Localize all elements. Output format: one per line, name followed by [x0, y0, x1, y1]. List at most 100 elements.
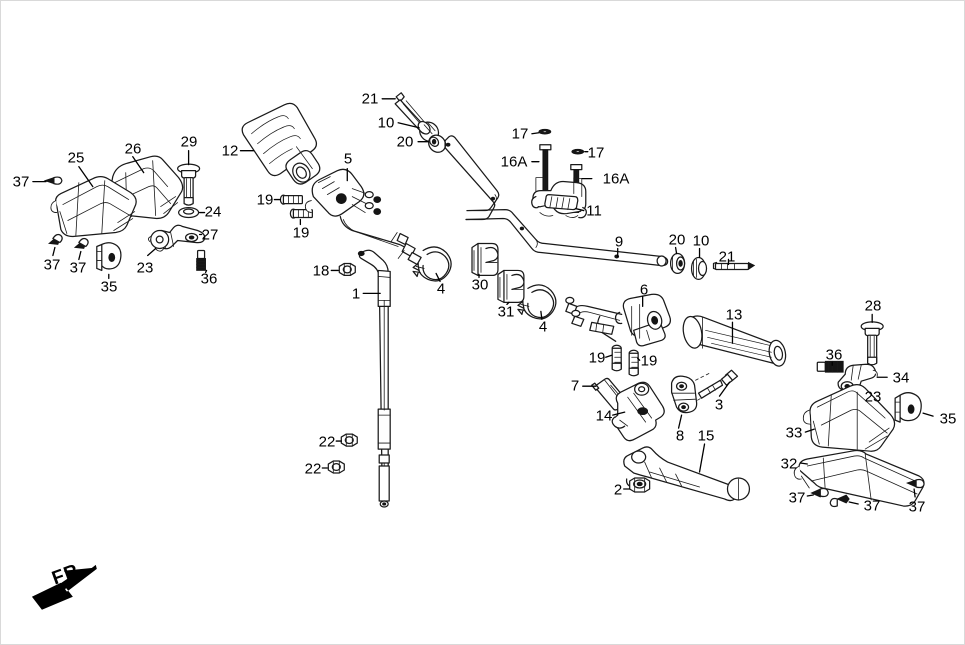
part-37-push-rivet-f [906, 478, 925, 489]
part-37-push-rivet-a [43, 176, 63, 185]
callout-37: 37 [12, 173, 30, 191]
callout-16A-b: 16A [602, 170, 630, 188]
callout-19-c: 19 [588, 349, 606, 367]
callout-4-a: 4 [436, 280, 446, 298]
callout-20-a: 20 [396, 133, 414, 151]
callout-35-b: 35 [939, 410, 957, 428]
callout-37-e: 37 [863, 497, 881, 515]
part-33-right-handguard-upper-shell [802, 383, 896, 452]
callout-4-b: 4 [538, 318, 548, 336]
part-35-handguard-end-plate-b [894, 392, 922, 423]
part-25-left-handguard-lower-shell [50, 176, 137, 238]
part-5-left-handlebar-switch [304, 168, 422, 266]
callout-29: 29 [180, 133, 198, 151]
part-12-left-grip [241, 102, 321, 185]
callout-1: 1 [351, 285, 361, 303]
callout-11: 11 [586, 202, 602, 220]
part-19-switch-screw-d [628, 349, 639, 377]
part-32-right-handguard-lower-shell [793, 449, 925, 507]
callout-22-b: 22 [304, 460, 322, 478]
callout-3: 3 [714, 396, 724, 414]
callout-17-b: 17 [587, 144, 605, 162]
part-31-cable-guide-clip [497, 269, 525, 303]
part-6-right-handlebar-switch [565, 293, 672, 347]
part-35-handguard-end-plate-a [96, 242, 122, 272]
part-13-right-grip-throttle [682, 315, 787, 367]
callout-5: 5 [343, 150, 353, 168]
callout-13: 13 [725, 306, 743, 324]
part-34-right-handguard-bracket [837, 363, 878, 393]
part-19-switch-screw-c [611, 344, 622, 372]
callout-19-d: 19 [640, 352, 658, 370]
callout-2: 2 [613, 481, 623, 499]
part-8-lever-bracket-clamp [670, 372, 712, 414]
part-21-bar-end-bolt-b [712, 261, 756, 271]
callout-23-a: 23 [136, 259, 154, 277]
part-29-handguard-flange-bolt [177, 163, 201, 206]
callout-23-b: 23 [864, 388, 882, 406]
callout-10-a: 10 [377, 114, 395, 132]
callout-16A-a: 16A [500, 153, 528, 171]
part-4-wire-clamp-ring-b [517, 284, 557, 320]
part-22-cable-lock-nut-b [327, 460, 345, 474]
callout-19-a: 19 [256, 191, 274, 209]
callout-9: 9 [614, 233, 624, 251]
callout-19-b: 19 [292, 224, 310, 242]
part-36-handguard-expander-bolt-a [196, 249, 206, 271]
callout-8: 8 [675, 427, 685, 445]
part-19-switch-screw-a [279, 194, 303, 205]
part-37-push-rivet-d [810, 487, 829, 498]
part-23-handguard-collar-a [148, 229, 170, 250]
callout-20-b: 20 [668, 231, 686, 249]
part-11-handlebar-upper-holder [531, 177, 587, 219]
part-20-bar-end-collar-a [428, 134, 447, 153]
part-24-handguard-washer [178, 206, 200, 219]
callout-18: 18 [312, 262, 330, 280]
callout-21-a: 21 [361, 90, 379, 108]
callout-17-a: 17 [511, 125, 529, 143]
part-3-clamp-bolt [697, 369, 739, 399]
part-14-brake-lever-holder [611, 381, 665, 442]
part-37-push-rivet-e [829, 494, 850, 508]
callout-10-b: 10 [692, 232, 710, 250]
callout-15: 15 [697, 427, 715, 445]
callout-36-b: 36 [825, 346, 843, 364]
callout-34: 34 [892, 369, 910, 387]
part-17-holder-washer-b [571, 148, 585, 155]
callout-37-f: 37 [908, 498, 926, 516]
part-10-bar-end-bush-b [690, 256, 708, 281]
callout-37-d: 37 [788, 489, 806, 507]
callout-24: 24 [204, 203, 222, 221]
callout-27: 27 [201, 226, 219, 244]
callout-25: 25 [67, 149, 85, 167]
part-28-handguard-flange-bolt [860, 321, 884, 366]
callout-6: 6 [639, 281, 649, 299]
part-9-handlebar [444, 135, 669, 267]
callout-7: 7 [570, 377, 580, 395]
part-17-holder-washer-a [538, 128, 552, 135]
callout-37-b: 37 [43, 256, 61, 274]
callout-32: 32 [780, 455, 798, 473]
part-30-cable-guide-clip [471, 242, 499, 277]
part-2-pivot-nut [629, 477, 651, 493]
part-15-brake-lever [623, 446, 751, 502]
callout-21-b: 21 [718, 248, 736, 266]
callout-37-c: 37 [69, 259, 87, 277]
part-4-wire-clamp-ring-a [412, 246, 452, 282]
part-37-push-rivet-b [47, 233, 63, 245]
part-1-throttle-cable [357, 249, 391, 508]
callout-31: 31 [497, 303, 515, 321]
callout-26: 26 [124, 140, 142, 158]
callout-30: 30 [471, 276, 489, 294]
callout-33: 33 [785, 424, 803, 442]
callout-28: 28 [864, 297, 882, 315]
callout-35-a: 35 [100, 278, 118, 296]
part-20-bar-end-collar-b [669, 252, 686, 275]
part-22-cable-lock-nut-a [340, 433, 358, 447]
front-direction-arrow [31, 564, 97, 610]
part-37-push-rivet-c [73, 237, 89, 249]
part-16A-holder-bolt-a [539, 144, 552, 193]
callout-14: 14 [595, 407, 613, 425]
